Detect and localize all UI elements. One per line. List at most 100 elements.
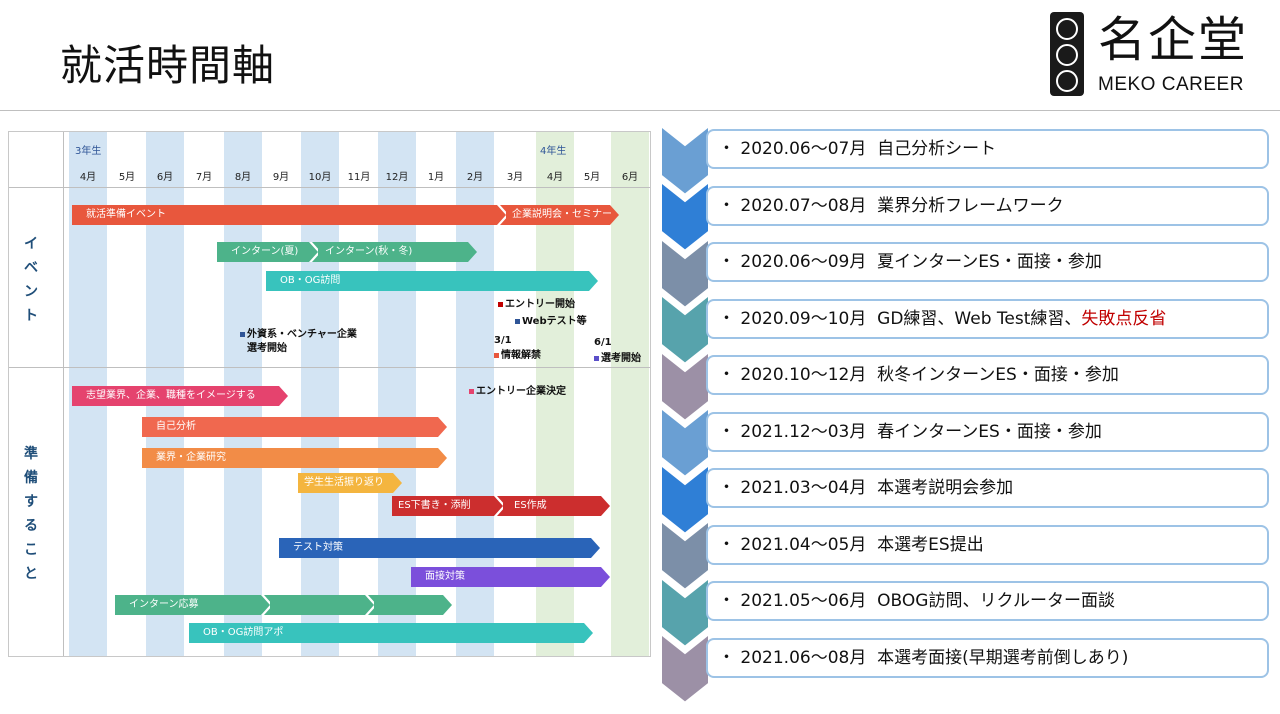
schedule-period: ・ 2021.03～04月 xyxy=(718,478,867,498)
schedule-item: ・ 2020.06～09月 夏インターンES・面接・参加 xyxy=(706,242,1269,282)
prep-bar: 学生生活振り返り xyxy=(298,473,402,493)
schedule-task: OBOG訪問、リクルーター面談 xyxy=(877,591,1115,611)
note-web-test: Webテスト等 xyxy=(515,315,587,329)
bar-label: ES作成 xyxy=(514,500,547,511)
month-column-shade xyxy=(611,132,649,656)
bar-label: インターン(秋・冬) xyxy=(325,246,413,257)
schedule-task: 夏インターンES・面接・参加 xyxy=(877,252,1102,272)
month-label: 4月 xyxy=(79,172,97,183)
month-label: 2月 xyxy=(466,172,484,183)
grid-divider xyxy=(63,132,64,656)
schedule-item: ・ 2020.10～12月 秋冬インターンES・面接・参加 xyxy=(706,355,1269,395)
bar-label: 学生生活振り返り xyxy=(304,477,384,488)
event-bar: 就活準備イベント 企業説明会・セミナー xyxy=(72,205,619,225)
schedule-item: ・ 2020.09～10月 GD練習、Web Test練習、失敗点反省 xyxy=(706,299,1269,339)
prep-bar: 面接対策 xyxy=(411,567,610,587)
bar-separator xyxy=(365,595,374,615)
schedule-item: ・ 2021.06～08月 本選考面接(早期選考前倒しあり) xyxy=(706,638,1269,678)
bar-label: インターン応募 xyxy=(129,599,199,610)
chevron-icon xyxy=(662,636,708,702)
bar-label: 自己分析 xyxy=(156,421,196,432)
blue-square-icon xyxy=(515,318,520,324)
bar-separator xyxy=(494,496,503,516)
blue-square-icon xyxy=(240,331,245,337)
note-info-date: 3/1 xyxy=(494,335,512,346)
schedule-list: ・ 2020.06～07月 自己分析シート ・ 2020.07～08月 業界分析… xyxy=(662,126,1272,714)
bar-label: ES下書き・添削 xyxy=(398,500,471,511)
schedule-task-highlight: 失敗点反省 xyxy=(1081,309,1167,329)
month-label: 6月 xyxy=(156,172,174,183)
month-label: 5月 xyxy=(118,172,136,183)
section-label-events: イベント xyxy=(24,236,38,324)
month-label: 3月 xyxy=(506,172,524,183)
schedule-period: ・ 2020.10～12月 xyxy=(718,365,867,385)
schedule-task: 本選考面接(早期選考前倒しあり) xyxy=(877,648,1129,668)
note-entry-decide: エントリー企業決定 xyxy=(469,385,566,399)
schedule-period: ・ 2021.12～03月 xyxy=(718,422,867,442)
bar-label: OB・OG訪問 xyxy=(280,275,341,286)
red-square-icon xyxy=(498,301,503,307)
prep-bar: OB・OG訪問アポ xyxy=(189,623,593,643)
schedule-period: ・ 2021.05～06月 xyxy=(718,591,867,611)
month-label: 8月 xyxy=(234,172,252,183)
schedule-period: ・ 2020.09～10月 xyxy=(718,309,867,329)
bar-separator xyxy=(309,242,318,262)
month-label: 5月 xyxy=(583,172,601,183)
schedule-period: ・ 2021.04～05月 xyxy=(718,535,867,555)
bar-label: インターン(夏) xyxy=(231,246,299,257)
month-label: 1月 xyxy=(427,172,445,183)
schedule-task: GD練習、Web Test練習、 xyxy=(877,309,1082,329)
month-label: 6月 xyxy=(621,172,639,183)
header-divider xyxy=(0,110,1280,111)
grid-divider xyxy=(9,367,650,368)
schedule-item: ・ 2021.04～05月 本選考ES提出 xyxy=(706,525,1269,565)
bar-label: 就活準備イベント xyxy=(86,209,166,220)
schedule-period: ・ 2021.06～08月 xyxy=(718,648,867,668)
schedule-item: ・ 2021.05～06月 OBOG訪問、リクルーター面談 xyxy=(706,581,1269,621)
schedule-item: ・ 2020.06～07月 自己分析シート xyxy=(706,129,1269,169)
prep-bar: 業界・企業研究 xyxy=(142,448,447,468)
schedule-period: ・ 2020.06～09月 xyxy=(718,252,867,272)
bar-label: 業界・企業研究 xyxy=(156,452,226,463)
event-bar: OB・OG訪問 xyxy=(266,271,598,291)
month-label: 12月 xyxy=(385,172,409,183)
schedule-item: ・ 2021.12～03月 春インターンES・面接・参加 xyxy=(706,412,1269,452)
prep-bar: テスト対策 xyxy=(279,538,600,558)
bar-separator xyxy=(497,205,506,225)
orange-square-icon xyxy=(494,352,499,358)
schedule-task: 自己分析シート xyxy=(877,139,997,159)
schedule-task: 本選考説明会参加 xyxy=(877,478,1014,498)
note-info-release: 情報解禁 xyxy=(494,349,541,363)
schedule-item: ・ 2021.03～04月 本選考説明会参加 xyxy=(706,468,1269,508)
schedule-period: ・ 2020.06～07月 xyxy=(718,139,867,159)
schedule-task: 秋冬インターンES・面接・参加 xyxy=(877,365,1119,385)
purple-square-icon xyxy=(594,355,599,361)
schedule-task: 春インターンES・面接・参加 xyxy=(877,422,1102,442)
job-hunting-timeline: 3年生 4年生 4月 5月 6月 7月 8月 9月 10月 11月 12月 1月… xyxy=(8,131,651,657)
year-label-3rd: 3年生 xyxy=(75,146,102,157)
schedule-task: 業界分析フレームワーク xyxy=(877,196,1064,216)
page-title: 就活時間軸 xyxy=(60,41,276,90)
grid-divider xyxy=(9,187,650,188)
pink-square-icon xyxy=(469,388,474,394)
month-label: 7月 xyxy=(195,172,213,183)
company-logo: 名企堂 MEKO CAREER xyxy=(1050,12,1270,98)
prep-bar: インターン応募 xyxy=(115,595,452,615)
bar-label: テスト対策 xyxy=(293,542,343,553)
logo-subtitle: MEKO CAREER xyxy=(1098,74,1244,95)
section-label-preparation: 準備すること xyxy=(24,446,38,582)
month-label: 10月 xyxy=(308,172,332,183)
note-foreign-companies: 外資系・ベンチャー企業選考開始 xyxy=(240,328,357,356)
bar-label: 企業説明会・セミナー xyxy=(512,209,612,220)
note-selection-start: 選考開始 xyxy=(594,352,641,366)
event-bar: インターン(夏) インターン(秋・冬) xyxy=(217,242,477,262)
schedule-period: ・ 2020.07～08月 xyxy=(718,196,867,216)
prep-bar: 自己分析 xyxy=(142,417,447,437)
month-label: 11月 xyxy=(347,172,371,183)
schedule-task: 本選考ES提出 xyxy=(877,535,984,555)
note-entry-open: エントリー開始 xyxy=(498,298,575,312)
note-select-date: 6/1 xyxy=(594,337,612,348)
seal-icon xyxy=(1050,12,1084,96)
logo-name: 名企堂 xyxy=(1098,12,1249,68)
bar-label: 面接対策 xyxy=(425,571,465,582)
